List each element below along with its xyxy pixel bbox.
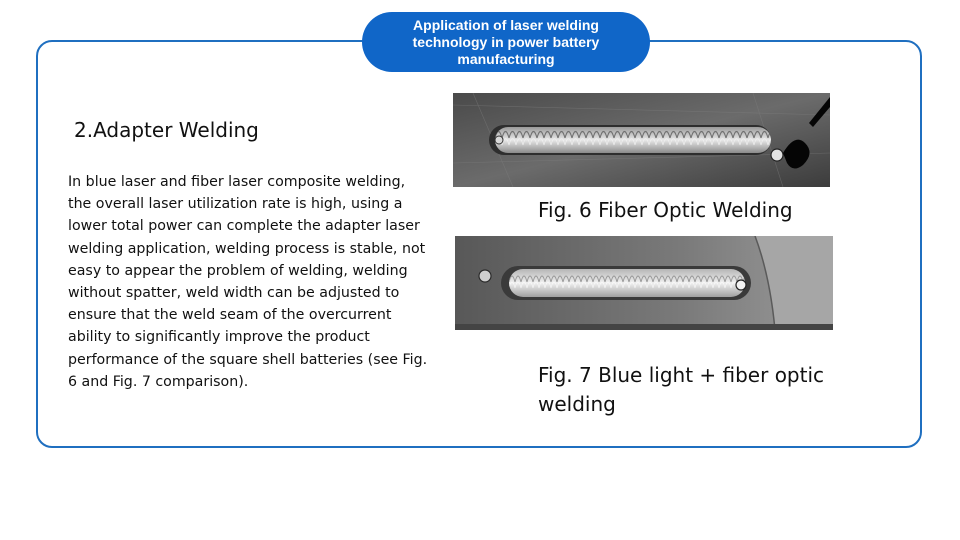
blue-fiber-weld-photo [455,236,833,330]
fiber-optic-weld-photo [453,93,830,187]
section-heading: 2.Adapter Welding [74,118,259,142]
figure-7-caption: Fig. 7 Blue light + fiber optic welding [538,363,825,416]
slide-title: Application of laser welding technology … [412,16,600,67]
slide-title-banner: Application of laser welding technology … [362,12,650,72]
figure-6-caption: Fig. 6 Fiber Optic Welding [538,198,793,222]
section-body-text: In blue laser and fiber laser composite … [68,174,428,390]
